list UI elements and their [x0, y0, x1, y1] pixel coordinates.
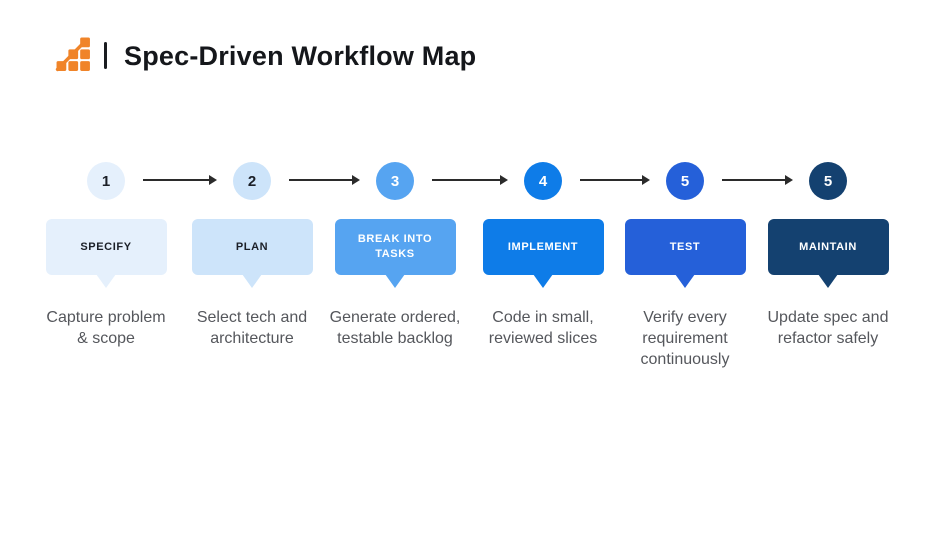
bubble-tail [533, 274, 553, 288]
step-description: Generate ordered, testable backlog [329, 309, 461, 347]
step-number: 4 [538, 172, 548, 190]
step-label: PLAN [235, 240, 269, 253]
bubble-tail [242, 274, 262, 288]
bubble-tail [385, 274, 405, 288]
workflow-step-implement: 4 IMPLEMENT Code in small, reviewed slic… [468, 162, 618, 349]
step-number: 5 [680, 172, 690, 190]
step-number-badge: 1 [87, 162, 125, 200]
title-separator [104, 42, 107, 69]
step-description: Update spec and refactor safely [767, 309, 889, 347]
flow-arrow-icon [289, 175, 360, 185]
step-label: IMPLEMENT [507, 240, 579, 253]
workflow-step-specify: 1 SPECIFY Capture problem & scope [31, 162, 181, 349]
workflow-step-maintain: 5 MAINTAIN Update spec and refactor safe… [753, 162, 903, 349]
step-label: BREAK INTO TASKS [357, 233, 433, 260]
flow-arrow-icon [580, 175, 650, 185]
step-number-badge: 2 [233, 162, 271, 200]
bubble-tail [96, 274, 116, 288]
step-description: Capture problem & scope [46, 309, 166, 347]
step-label: MAINTAIN [799, 240, 857, 253]
step-label-bubble: SPECIFY [45, 219, 167, 288]
step-number-badge: 5 [809, 162, 847, 200]
step-label-bubble: IMPLEMENT [482, 219, 604, 288]
step-number: 2 [247, 172, 257, 190]
bubble-tail [675, 274, 695, 288]
step-description: Code in small, reviewed slices [488, 309, 598, 347]
flow-arrow-icon [432, 175, 508, 185]
header: Spec-Driven Workflow Map [0, 0, 944, 100]
step-number-badge: 4 [524, 162, 562, 200]
step-number: 3 [390, 172, 400, 190]
flow-arrow-icon [722, 175, 793, 185]
step-label: SPECIFY [80, 240, 132, 253]
step-number: 5 [823, 172, 833, 190]
bubble-tail [818, 274, 838, 288]
step-label-bubble: TEST [624, 219, 746, 288]
growth-bar-chart-icon [55, 36, 92, 73]
page-title: Spec-Driven Workflow Map [124, 41, 477, 71]
flow-arrow-icon [143, 175, 217, 185]
step-number-badge: 3 [376, 162, 414, 200]
step-label-bubble: PLAN [191, 219, 313, 288]
workflow-step-plan: 2 PLAN Select tech and architecture [177, 162, 327, 349]
step-number: 1 [101, 172, 111, 190]
workflow-step-break-into-tasks: 3 BREAK INTO TASKS Generate ordered, tes… [320, 162, 470, 349]
step-label-bubble: MAINTAIN [767, 219, 889, 288]
step-description: Select tech and architecture [196, 309, 308, 347]
step-label-bubble: BREAK INTO TASKS [334, 219, 456, 288]
step-description: Verify every requirement continuously [640, 309, 730, 368]
workflow-step-test: 5 TEST Verify every requirement continuo… [610, 162, 760, 370]
step-label: TEST [669, 240, 701, 253]
step-number-badge: 5 [666, 162, 704, 200]
